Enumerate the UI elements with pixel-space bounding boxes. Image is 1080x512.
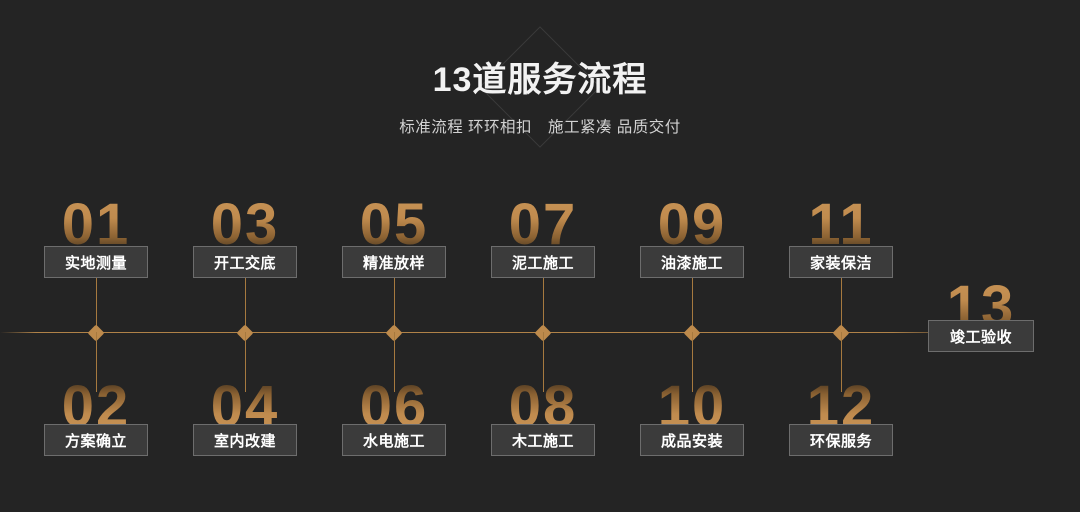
step-label: 方案确立 (64, 432, 127, 450)
step-label: 实地测量 (64, 254, 127, 272)
step-connector-line (692, 332, 693, 392)
step-connector-line (96, 278, 97, 333)
page-title: 13道服务流程 (432, 61, 648, 99)
step-card[interactable]: 油漆施工 (640, 246, 744, 278)
step-card[interactable]: 竣工验收 (928, 320, 1034, 352)
step-card[interactable]: 方案确立 (44, 424, 148, 456)
step-card[interactable]: 环保服务 (789, 424, 893, 456)
step-connector-line (841, 278, 842, 333)
step-label: 竣工验收 (949, 328, 1012, 346)
step-number: 09 (612, 196, 772, 254)
step-number: 11 (761, 196, 921, 254)
step-connector-line (96, 332, 97, 392)
step-label: 泥工施工 (511, 254, 574, 272)
step-card[interactable]: 室内改建 (193, 424, 297, 456)
step-connector-line (841, 332, 842, 392)
step-number: 07 (463, 196, 623, 254)
step-connector-line (245, 278, 246, 333)
step-connector-line (543, 332, 544, 392)
step-card[interactable]: 水电施工 (342, 424, 446, 456)
step-label: 精准放样 (362, 254, 425, 272)
step-connector-line (245, 332, 246, 392)
step-card[interactable]: 家装保洁 (789, 246, 893, 278)
step-card[interactable]: 木工施工 (491, 424, 595, 456)
step-label: 开工交底 (213, 254, 276, 272)
step-label: 家装保洁 (809, 254, 872, 272)
step-connector-line (394, 332, 395, 392)
step-number: 01 (16, 196, 176, 254)
step-card[interactable]: 泥工施工 (491, 246, 595, 278)
step-label: 水电施工 (362, 432, 425, 450)
step-connector-line (543, 278, 544, 333)
step-number: 03 (165, 196, 325, 254)
step-card[interactable]: 精准放样 (342, 246, 446, 278)
step-card[interactable]: 成品安装 (640, 424, 744, 456)
step-card[interactable]: 开工交底 (193, 246, 297, 278)
step-label: 成品安装 (660, 432, 723, 450)
step-card[interactable]: 实地测量 (44, 246, 148, 278)
step-label: 环保服务 (809, 432, 872, 450)
step-connector-line (394, 278, 395, 333)
step-label: 木工施工 (511, 432, 574, 450)
step-label: 油漆施工 (660, 254, 723, 272)
step-label: 室内改建 (213, 432, 276, 450)
timeline-axis (0, 332, 930, 333)
step-number: 05 (314, 196, 474, 254)
step-connector-line (692, 278, 693, 333)
page-subtitle: 标准流程 环环相扣 施工紧凑 品质交付 (399, 119, 681, 136)
